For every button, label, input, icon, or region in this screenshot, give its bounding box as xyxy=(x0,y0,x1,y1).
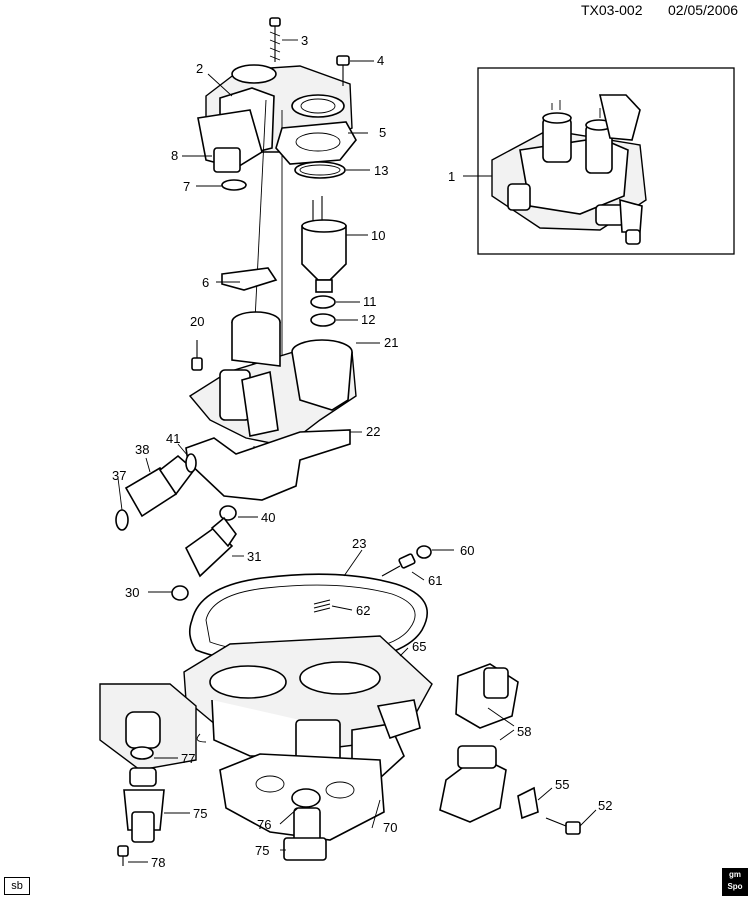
o-ring-76 xyxy=(291,788,321,808)
callout-1: 1 xyxy=(448,169,455,184)
callout-75-bottom: 75 xyxy=(255,843,269,858)
idle-air-control-valve xyxy=(197,109,263,173)
fitting-seal-41 xyxy=(185,453,197,473)
callout-78: 78 xyxy=(151,855,165,870)
callout-3: 3 xyxy=(301,33,308,48)
logo-text-bottom: Spo xyxy=(727,882,743,891)
callout-23: 23 xyxy=(352,536,366,551)
callout-76: 76 xyxy=(257,817,271,832)
callout-62: 62 xyxy=(356,603,370,618)
cover-gasket xyxy=(275,121,357,165)
logo-text-top: gm xyxy=(729,870,741,879)
callout-41: 41 xyxy=(166,431,180,446)
callout-6: 6 xyxy=(202,275,209,290)
callout-58: 58 xyxy=(517,724,531,739)
callout-8: 8 xyxy=(171,148,178,163)
callout-21: 21 xyxy=(384,335,398,350)
idle-speed-sensor xyxy=(439,745,507,823)
throttle-body xyxy=(183,635,433,779)
callout-labels: 1 2 3 4 5 6 7 8 10 11 12 13 20 21 22 23 … xyxy=(112,33,612,870)
screw-61 xyxy=(381,553,416,577)
manifold-detail xyxy=(99,683,197,771)
callout-52: 52 xyxy=(598,798,612,813)
leader-lines xyxy=(117,39,597,863)
callout-55: 55 xyxy=(555,777,569,792)
sb-badge: sb xyxy=(4,877,30,895)
callout-5: 5 xyxy=(379,125,386,140)
injector-seal-11 xyxy=(310,295,336,309)
o-ring-13 xyxy=(294,161,346,179)
callout-31: 31 xyxy=(247,549,261,564)
cover-screw xyxy=(269,17,281,62)
diagram-date: 02/05/2006 xyxy=(668,2,738,18)
callout-4: 4 xyxy=(377,53,384,68)
callout-10: 10 xyxy=(371,228,385,243)
gasket-55 xyxy=(517,786,539,820)
callout-22: 22 xyxy=(366,424,380,439)
cap-60 xyxy=(416,545,432,559)
gm-spo-logo-icon: gm Spo xyxy=(722,868,748,896)
sensor-75 xyxy=(283,807,327,861)
callout-38: 38 xyxy=(135,442,149,457)
fuel-meter-body xyxy=(188,311,357,477)
callout-7: 7 xyxy=(183,179,190,194)
gasket-6 xyxy=(221,267,278,291)
fuel-injector xyxy=(301,196,347,293)
diagram-reference: TX03-002 xyxy=(581,2,643,18)
screw-52 xyxy=(545,817,581,835)
screw-20 xyxy=(191,340,203,371)
iac-o-ring xyxy=(221,179,247,191)
spring-62 xyxy=(313,599,331,613)
meter-body-gasket xyxy=(185,429,351,501)
callout-2: 2 xyxy=(196,61,203,76)
seal-40 xyxy=(219,505,237,521)
callout-60: 60 xyxy=(460,543,474,558)
callout-30: 30 xyxy=(125,585,139,600)
callout-12: 12 xyxy=(361,312,375,327)
callout-61: 61 xyxy=(428,573,442,588)
fuel-inlet-fitting xyxy=(124,454,196,518)
callout-13: 13 xyxy=(374,163,388,178)
injector-seal-12 xyxy=(310,313,336,327)
callout-40: 40 xyxy=(261,510,275,525)
o-ring-77 xyxy=(130,746,154,760)
callout-11: 11 xyxy=(363,294,377,309)
callout-37: 37 xyxy=(112,468,126,483)
o-ring-30 xyxy=(171,585,189,601)
callout-75-left: 75 xyxy=(193,806,207,821)
screw-78 xyxy=(117,845,129,866)
screw-4 xyxy=(336,55,350,86)
throttle-position-sensor xyxy=(455,663,519,729)
callout-20: 20 xyxy=(190,314,204,329)
sensor-left-75 xyxy=(123,767,165,843)
callout-65: 65 xyxy=(412,639,426,654)
inset-assembly-box xyxy=(463,67,735,255)
callout-70: 70 xyxy=(383,820,397,835)
assembled-throttle-body-drawing xyxy=(491,94,647,245)
fuel-outlet-fitting xyxy=(184,516,237,578)
callout-77: 77 xyxy=(181,751,195,766)
o-ring-37 xyxy=(115,509,129,531)
